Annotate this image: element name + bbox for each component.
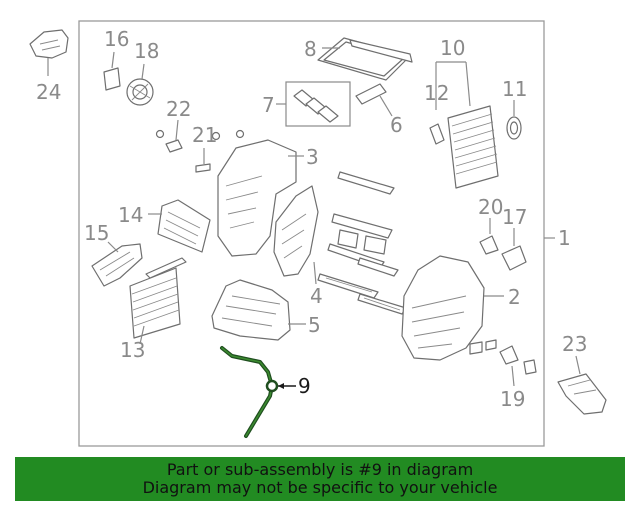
part-17-module [501, 245, 527, 271]
callout-5: 5 [308, 313, 321, 337]
callout-6: 6 [390, 113, 403, 137]
callout-2: 2 [508, 285, 521, 309]
callout-18: 18 [134, 39, 159, 63]
leader-line-10b [465, 61, 471, 107]
part-4-door [273, 185, 319, 277]
callout-9: 9 [298, 374, 311, 398]
leader-line-16 [111, 51, 115, 69]
callout-11: 11 [502, 77, 527, 101]
callout-7: 7 [262, 93, 275, 117]
part-19-hardware [469, 339, 537, 375]
callout-12: 12 [424, 81, 449, 105]
leader-line-19 [511, 365, 515, 387]
part-21-clip [195, 129, 245, 173]
assembly-frame [78, 20, 545, 447]
part-12-bracket [429, 123, 445, 145]
part-6-seal-strip [355, 83, 387, 105]
part-18-blower-motor [126, 78, 154, 106]
part-23-duct [557, 373, 607, 415]
leader-line-22 [175, 119, 179, 141]
leader-line-13 [139, 325, 145, 345]
part-9-drain-hose [220, 346, 279, 438]
leader-line-23 [575, 355, 581, 375]
callout-8: 8 [304, 37, 317, 61]
part-3-upper-case [217, 139, 297, 257]
part-2-lower-case [401, 255, 485, 361]
callout-15: 15 [84, 221, 109, 245]
part-13-heater-core [129, 257, 187, 339]
callout-24: 24 [36, 80, 61, 104]
leader-line-6 [379, 95, 393, 117]
part-22-sensor [155, 129, 183, 153]
part-8-seal-frame [317, 37, 413, 81]
part-15-duct [91, 243, 143, 287]
leader-line-4 [313, 261, 317, 285]
callout-10: 10 [440, 36, 465, 60]
part-flaps [317, 171, 407, 315]
part-10-evaporator [447, 105, 499, 189]
leader-arrow-9 [278, 383, 284, 389]
callout-16: 16 [104, 27, 129, 51]
part-5-lower-case [211, 279, 291, 341]
part-7-filters [293, 89, 339, 123]
callout-1: 1 [558, 226, 571, 250]
part-info-banner: Part or sub-assembly is #9 in diagram Di… [15, 457, 625, 501]
callout-14: 14 [118, 203, 143, 227]
callout-17: 17 [502, 205, 527, 229]
banner-line-2: Diagram may not be specific to your vehi… [142, 478, 498, 497]
callout-22: 22 [166, 97, 191, 121]
leader-line-15 [107, 241, 119, 253]
part-20-actuator [479, 235, 499, 255]
callout-19: 19 [500, 387, 525, 411]
callout-4: 4 [310, 284, 323, 308]
callout-13: 13 [120, 338, 145, 362]
callout-21: 21 [192, 123, 217, 147]
callout-20: 20 [478, 195, 503, 219]
part-24-bracket [29, 29, 69, 59]
part-14-heater-core [157, 199, 211, 253]
part-11-grommet [506, 116, 522, 140]
callout-23: 23 [562, 332, 587, 356]
part-16-actuator [103, 67, 121, 91]
banner-line-1: Part or sub-assembly is #9 in diagram [166, 460, 474, 479]
leader-line-18 [141, 63, 145, 80]
callout-3: 3 [306, 145, 319, 169]
